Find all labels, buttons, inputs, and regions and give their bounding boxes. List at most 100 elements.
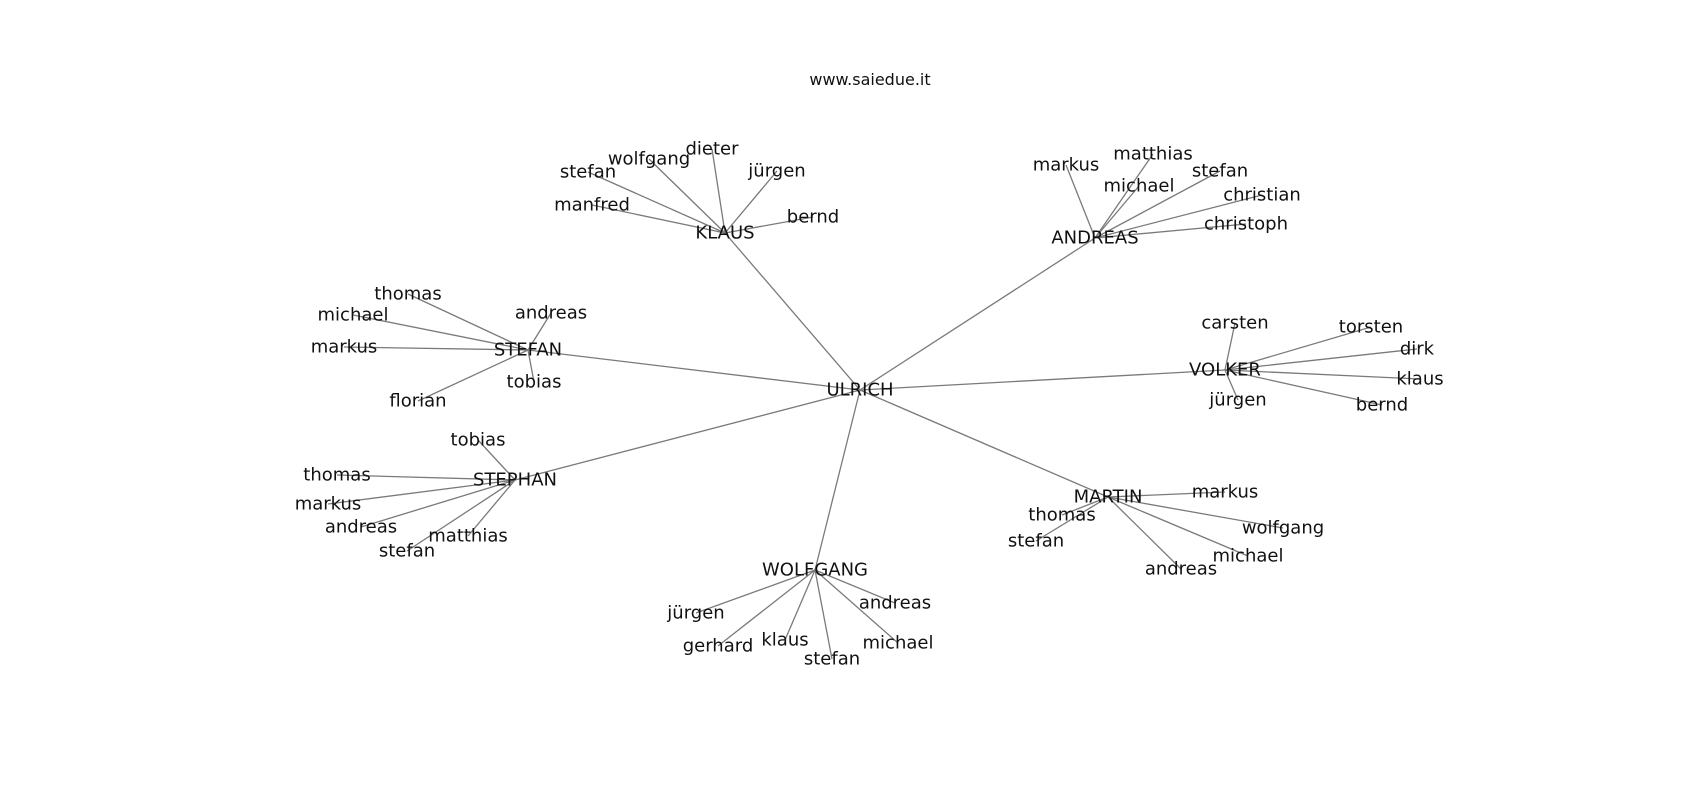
- leaf-node-label-volker-carsten: carsten: [1201, 313, 1268, 334]
- leaf-node-label-stefan-michael: michael: [318, 305, 389, 326]
- leaf-node-label-wolfgang-michael: michael: [863, 633, 934, 654]
- edge-martin-andreas: [1107, 496, 1182, 570]
- edge-wolfgang-klaus: [784, 569, 816, 641]
- edge-stefan-tobias: [527, 349, 535, 383]
- edge-martin-wolfgang: [1107, 496, 1284, 529]
- leaf-node-label-andreas-stefan: stefan: [1192, 161, 1248, 182]
- leaf-node-label-stephan-andreas: andreas: [325, 517, 397, 538]
- edge-stefan-thomas: [407, 293, 529, 351]
- leaf-node-label-wolfgang-andreas: andreas: [859, 593, 931, 614]
- leaf-node-label-wolfgang-klaus: klaus: [761, 630, 808, 651]
- root-node-label: ULRICH: [826, 380, 893, 401]
- leaf-node-label-stefan-florian: florian: [389, 391, 446, 412]
- leaf-node-label-andreas-markus: markus: [1033, 155, 1100, 176]
- edge-root-andreas: [859, 237, 1096, 391]
- leaf-node-label-andreas-christian: christian: [1223, 185, 1301, 206]
- edge-stephan-matthias: [467, 479, 516, 537]
- edge-wolfgang-stefan: [814, 569, 833, 660]
- edge-klaus-dieter: [711, 148, 726, 234]
- edge-klaus-stefan: [587, 171, 726, 234]
- edge-martin-michael: [1107, 496, 1249, 557]
- leaf-node-label-andreas-michael: michael: [1104, 176, 1175, 197]
- edge-volker-dirk: [1224, 348, 1418, 371]
- leaf-node-label-stephan-markus: markus: [295, 494, 362, 515]
- edge-root-klaus: [724, 232, 861, 391]
- leaf-node-label-stephan-thomas: thomas: [303, 465, 370, 486]
- watermark-text: www.saiedue.it: [809, 70, 931, 89]
- edge-volker-klaus: [1224, 369, 1421, 380]
- leaf-node-label-martin-markus: markus: [1192, 482, 1259, 503]
- hub-node-label-martin: MARTIN: [1074, 487, 1143, 508]
- edge-stefan-markus: [343, 346, 529, 351]
- edge-stephan-tobias: [477, 439, 516, 481]
- edge-stephan-stefan: [406, 479, 516, 552]
- leaf-node-label-andreas-christoph: christoph: [1204, 214, 1288, 235]
- edge-volker-bernd: [1224, 369, 1383, 406]
- hub-node-label-andreas: ANDREAS: [1051, 228, 1138, 249]
- edge-volker-carsten: [1224, 322, 1236, 371]
- leaf-node-label-martin-michael: michael: [1213, 546, 1284, 567]
- edge-stefan-florian: [417, 349, 529, 402]
- edge-stephan-thomas: [336, 474, 516, 481]
- leaf-node-label-klaus-jurgen: jürgen: [747, 161, 805, 182]
- edge-volker-jurgen: [1224, 369, 1239, 401]
- edge-wolfgang-gerhard: [717, 569, 816, 647]
- edge-klaus-bernd: [724, 216, 814, 234]
- leaf-node-label-volker-jurgen: jürgen: [1208, 390, 1266, 411]
- leaf-node-label-volker-klaus: klaus: [1396, 369, 1443, 390]
- edge-root-stephan: [514, 389, 861, 481]
- leaf-node-label-martin-thomas: thomas: [1028, 505, 1095, 526]
- edge-volker-torsten: [1224, 326, 1372, 371]
- edge-martin-markus: [1107, 491, 1226, 498]
- labels-layer: ULRICHKLAUSstefanwolfgangdieterjürgenman…: [295, 139, 1444, 670]
- edge-andreas-markus: [1065, 164, 1096, 239]
- hub-node-label-wolfgang: WOLFGANG: [762, 560, 868, 581]
- edge-andreas-stefan: [1094, 170, 1221, 239]
- leaf-node-label-stephan-tobias: tobias: [451, 430, 506, 451]
- edge-wolfgang-jurgen: [695, 569, 816, 614]
- edge-martin-thomas: [1061, 496, 1109, 516]
- leaf-node-label-klaus-stefan: stefan: [560, 162, 616, 183]
- edge-andreas-michael: [1094, 185, 1140, 239]
- edge-root-martin: [859, 389, 1109, 498]
- leaf-node-label-klaus-dieter: dieter: [685, 139, 739, 160]
- leaf-node-label-wolfgang-gerhard: gerhard: [683, 636, 754, 657]
- leaf-node-label-martin-wolfgang: wolfgang: [1242, 518, 1324, 539]
- edge-andreas-christoph: [1094, 223, 1247, 239]
- hub-node-label-stefan: STEFAN: [494, 340, 562, 361]
- leaf-node-label-martin-stefan: stefan: [1008, 531, 1064, 552]
- hub-node-label-stephan: STEPHAN: [473, 470, 557, 491]
- leaf-node-label-stefan-markus: markus: [311, 337, 378, 358]
- edge-klaus-jurgen: [724, 170, 778, 234]
- edge-root-volker: [859, 369, 1226, 391]
- edge-root-stefan: [527, 349, 861, 391]
- edges-layer: [327, 148, 1421, 660]
- edge-andreas-christian: [1094, 194, 1263, 239]
- edge-stefan-michael: [352, 314, 529, 351]
- leaf-node-label-andreas-matthias: matthias: [1113, 144, 1193, 165]
- leaf-node-label-wolfgang-jurgen: jürgen: [666, 603, 724, 624]
- leaf-node-label-klaus-wolfgang: wolfgang: [608, 149, 690, 170]
- edge-klaus-wolfgang: [648, 158, 726, 234]
- leaf-node-label-volker-torsten: torsten: [1339, 317, 1403, 338]
- hub-node-label-volker: VOLKER: [1189, 360, 1261, 381]
- edge-stefan-andreas: [527, 312, 552, 351]
- leaf-node-label-wolfgang-stefan: stefan: [804, 649, 860, 670]
- leaf-node-label-stephan-matthias: matthias: [428, 526, 508, 547]
- leaf-node-label-volker-dirk: dirk: [1400, 339, 1435, 360]
- edge-andreas-matthias: [1094, 153, 1154, 239]
- hub-node-label-klaus: KLAUS: [695, 223, 754, 244]
- leaf-node-label-stefan-thomas: thomas: [374, 284, 441, 305]
- edge-root-wolfgang: [814, 389, 861, 571]
- leaf-node-label-klaus-manfred: manfred: [554, 195, 630, 216]
- edge-klaus-manfred: [591, 204, 726, 234]
- edge-wolfgang-michael: [814, 569, 899, 644]
- leaf-node-label-stefan-andreas: andreas: [515, 303, 587, 324]
- edge-stephan-markus: [327, 479, 516, 505]
- leaf-node-label-stephan-stefan: stefan: [379, 541, 435, 562]
- leaf-node-label-volker-bernd: bernd: [1356, 395, 1408, 416]
- edge-stephan-andreas: [360, 479, 516, 528]
- edge-wolfgang-andreas: [814, 569, 896, 604]
- leaf-node-label-klaus-bernd: bernd: [787, 207, 839, 228]
